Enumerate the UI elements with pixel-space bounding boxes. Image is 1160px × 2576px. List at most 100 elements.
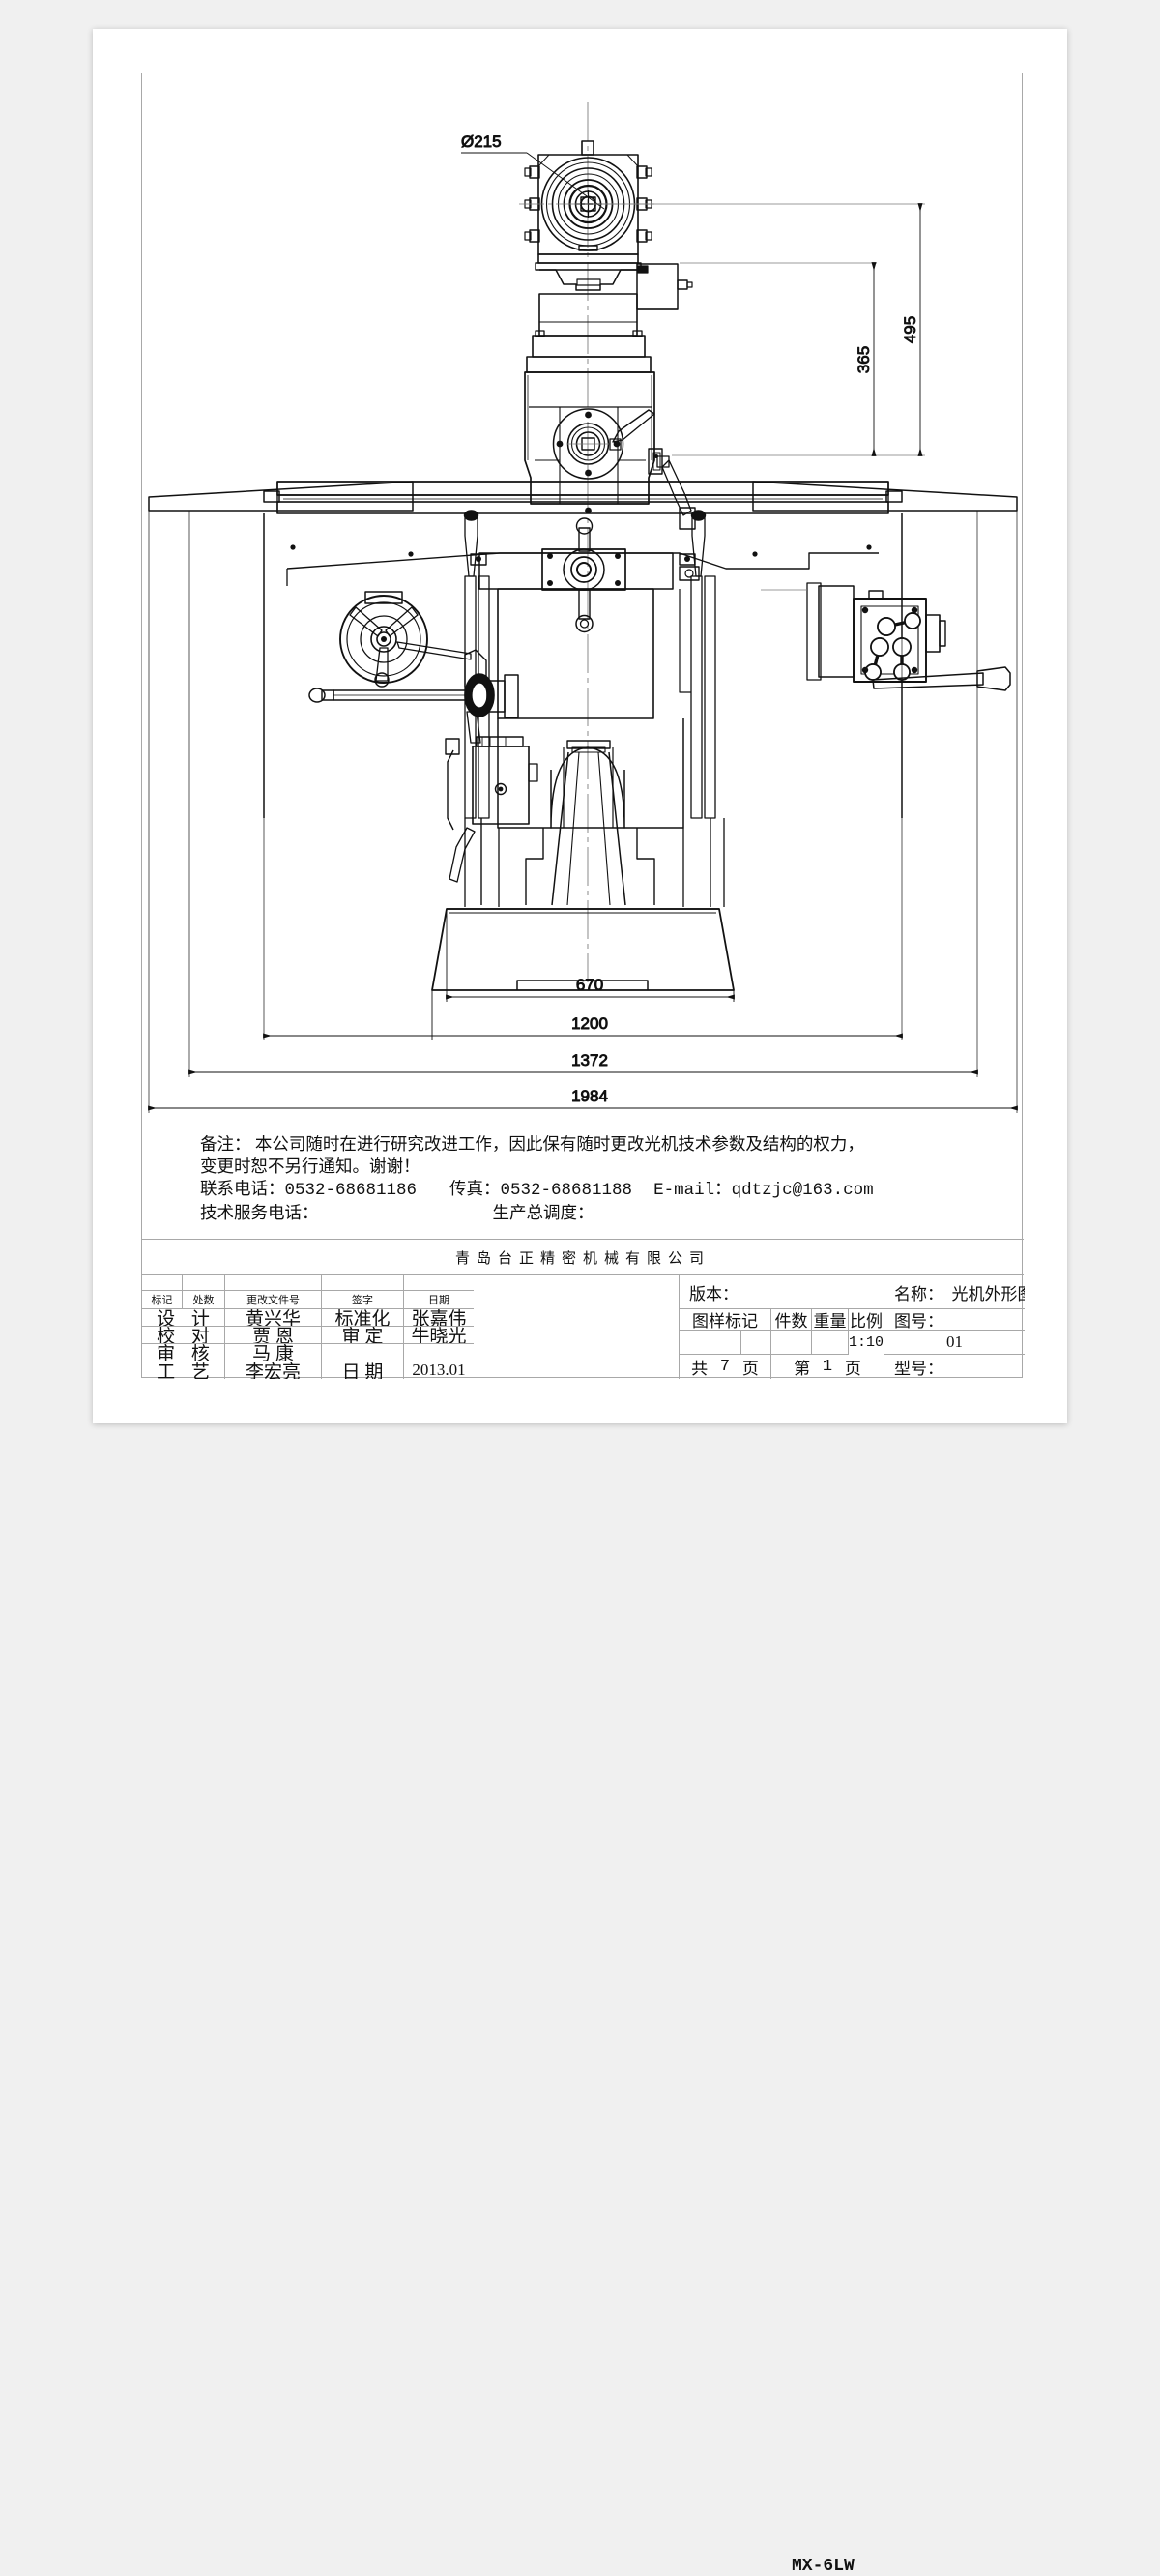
version-label: 版本： (680, 1275, 884, 1309)
spec-h-mark: 图样标记 (680, 1309, 771, 1331)
sheet-total-value: 7 (719, 1358, 731, 1376)
phone-label: 联系电话： (200, 1179, 285, 1199)
person-blank-1 (404, 1344, 474, 1361)
dimension-annotations: Ø215 495 365 (461, 132, 925, 456)
spec-h-weight: 重量 (812, 1309, 849, 1331)
name-cell: 名称： 光机外形图1 (884, 1275, 1025, 1309)
model-cell: 型号： (884, 1355, 1025, 1379)
spec-h-scale: 比例 (849, 1309, 884, 1331)
company-name: 青岛台正精密机械有限公司 (454, 1250, 710, 1267)
name-value: 光机外形图1 (951, 1284, 1026, 1303)
model-label: 型号： (894, 1360, 943, 1378)
revision-blank-row (142, 1275, 679, 1291)
note-line-1: 备注： 本公司随时在进行研究改进工作，因此保有随时更改光机技术参数及结构的权力， (200, 1134, 864, 1154)
note-line-2: 变更时恕不另行通知。谢谢！ (200, 1156, 420, 1177)
role-process: 工 艺 (142, 1361, 225, 1379)
dim-width-1372: 1372 (571, 1051, 608, 1069)
version-name-row: 版本： 名称： 光机外形图1 (680, 1275, 1025, 1309)
sheet-total-cell: 共 7 页 (680, 1355, 771, 1379)
spec-v-1 (680, 1331, 710, 1355)
revision-header-row: 标记 处数 更改文件号 签字 日期 (142, 1291, 679, 1309)
role-design: 设 计 (142, 1309, 225, 1327)
spec-v-scale: 1:10 (849, 1331, 884, 1355)
rev-blank-3 (225, 1275, 322, 1291)
spec-header-row: 图样标记 件数 重量 比例 图号： (680, 1309, 1025, 1331)
spec-h-qty: 件数 (771, 1309, 812, 1331)
email-label: E-mail： (653, 1181, 732, 1201)
sheet-no-value: 1 (822, 1358, 833, 1376)
role-date: 日 期 (322, 1361, 404, 1379)
sheet-model-row: 共 7 页 第 1 页 型号： (680, 1355, 1025, 1379)
title-block-right: 版本： 名称： 光机外形图1 图样标记 件数 重量 比例 图号： (679, 1275, 1025, 1379)
coolant-pump-box (445, 736, 538, 883)
rev-h-date: 日期 (404, 1291, 474, 1309)
drawing-frame: Ø215 495 365 (141, 73, 1025, 2576)
work-table (148, 481, 1018, 514)
service-label: 技术服务电话： (200, 1203, 319, 1223)
rev-h-docno: 更改文件号 (225, 1291, 322, 1309)
dim-width-1200: 1200 (571, 1014, 608, 1033)
sheet-no-suffix: 页 (844, 1360, 861, 1378)
machine-base (431, 718, 735, 991)
spec-v-2 (710, 1331, 741, 1355)
control-panel-assembly (761, 582, 1011, 691)
rev-h-qty: 处数 (183, 1291, 225, 1309)
spec-v-qty (771, 1331, 812, 1355)
role-row-check: 校 对 贾 恩 审 定 牛晓光 (142, 1327, 679, 1344)
company-name-band: 青岛台正精密机械有限公司 (142, 1239, 1024, 1275)
sheet-no-cell: 第 1 页 (771, 1355, 884, 1379)
drawing-no-cell: 图号： (884, 1309, 1025, 1331)
model-value-wrap: MX-6LW (792, 2557, 855, 2576)
person-process: 李宏亮 (225, 1361, 322, 1379)
dim-width-1984: 1984 (571, 1087, 608, 1105)
rev-blank-1 (142, 1275, 183, 1291)
fax-value: 0532-68681188 (500, 1181, 633, 1201)
saddle-knee-assembly (263, 510, 903, 819)
sheet-total-suffix: 页 (741, 1360, 759, 1378)
dim-width-670: 670 (576, 976, 603, 994)
role-blank-1 (322, 1344, 404, 1361)
role-row-process: 工 艺 李宏亮 日 期 2013.01 (142, 1361, 679, 1379)
role-check: 校 对 (142, 1327, 225, 1344)
role-standardize: 标准化 (322, 1309, 404, 1327)
email-value: qdtzjc@163.com (731, 1181, 874, 1201)
name-label: 名称： (894, 1284, 943, 1303)
drawing-no-value: 01 (884, 1331, 1025, 1355)
rev-blank-4 (322, 1275, 404, 1291)
fax-label: 传真： (450, 1179, 501, 1199)
rev-blank-5 (404, 1275, 474, 1291)
person-check: 贾 恩 (225, 1327, 322, 1344)
sheet-no-prefix: 第 (794, 1360, 811, 1378)
rev-h-mark: 标记 (142, 1291, 183, 1309)
value-date: 2013.01 (412, 1361, 466, 1379)
dim-height-495: 495 (901, 316, 919, 343)
phone-value: 0532-68681186 (284, 1181, 418, 1201)
machine-drawing: Ø215 495 365 (148, 102, 1018, 1113)
person-approve: 牛晓光 (404, 1327, 474, 1344)
longitudinal-feed-shaft (308, 649, 519, 744)
model-value: MX-6LW (792, 2557, 855, 2576)
drawing-no-label: 图号： (894, 1312, 943, 1331)
version-spacer-2 (474, 1291, 679, 1309)
rev-blank-2 (183, 1275, 225, 1291)
title-block: 标记 处数 更改文件号 签字 日期 设 计 黄兴华 标准化 张嘉伟 校 对 贾 (142, 1275, 1025, 2576)
gearbox-body (524, 371, 696, 530)
role-row-design: 设 计 黄兴华 标准化 张嘉伟 (142, 1309, 679, 1327)
contact-line: 联系电话：0532-68681186 传真：0532-68681188 E-mail… (200, 1178, 1024, 1202)
role-review: 审 核 (142, 1344, 225, 1361)
spec-v-weight (812, 1331, 849, 1355)
person-standardize: 张嘉伟 (404, 1309, 474, 1327)
dim-height-365: 365 (855, 346, 873, 373)
rev-h-sign: 签字 (322, 1291, 404, 1309)
bottom-dimensions: 670 1200 1372 1984 (148, 511, 1018, 1113)
person-design: 黄兴华 (225, 1309, 322, 1327)
role-row-review: 审 核 马 康 (142, 1344, 679, 1361)
title-block-left: 标记 处数 更改文件号 签字 日期 设 计 黄兴华 标准化 张嘉伟 校 对 贾 (142, 1275, 679, 1379)
service-line: 技术服务电话： 生产总调度： (200, 1202, 1024, 1224)
person-review: 马 康 (225, 1344, 322, 1361)
dim-diameter-215: Ø215 (461, 132, 502, 151)
spindle-head-assembly (519, 140, 693, 373)
notes-block: 备注： 本公司随时在进行研究改进工作，因此保有随时更改光机技术参数及结构的权力，… (142, 1127, 1024, 1234)
cross-feed-handwheel (339, 591, 472, 688)
dispatch-label: 生产总调度： (492, 1203, 594, 1223)
